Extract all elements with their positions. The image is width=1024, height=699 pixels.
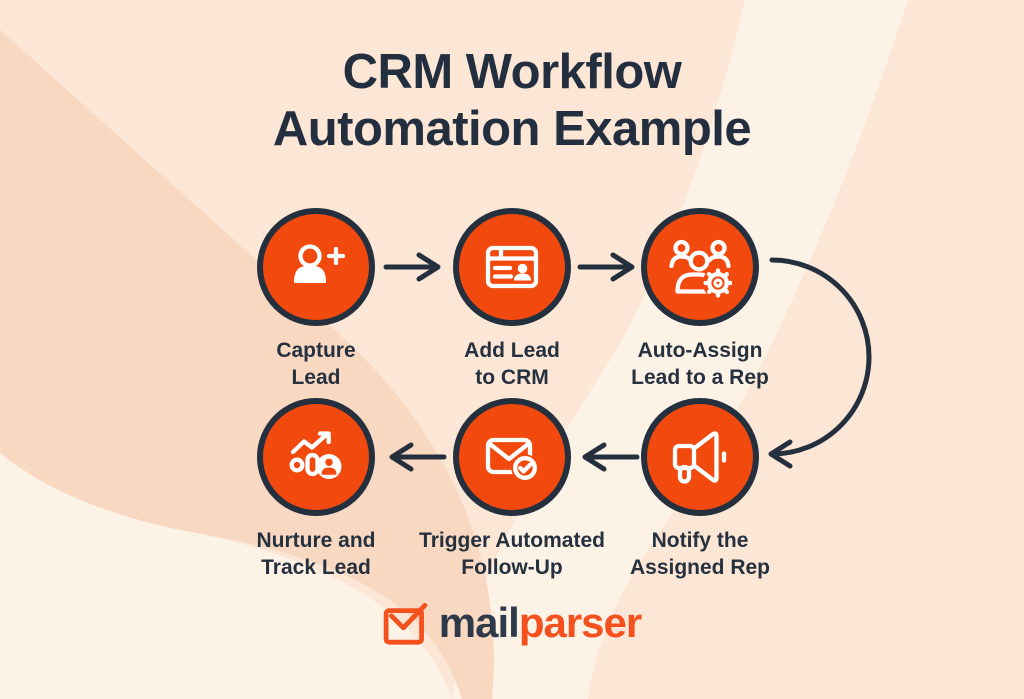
logo-wordmark: mailparser: [438, 599, 642, 646]
step-circle: [257, 208, 375, 326]
step-label: Add Lead to CRM: [397, 337, 627, 391]
mailparser-logo: mailparser: [383, 599, 642, 647]
step-label-line: Track Lead: [261, 556, 371, 579]
step-label-line: Capture: [276, 339, 356, 362]
megaphone-icon: [672, 431, 727, 484]
page-title: CRM Workflow Automation Example: [0, 44, 1024, 158]
step-label-line: Add Lead: [464, 339, 560, 362]
title-line-2: Automation Example: [272, 102, 752, 156]
step-circle: [641, 208, 759, 326]
title-line-1: CRM Workflow: [342, 45, 682, 99]
workflow-step-trigger-follow-up: Trigger Automated Follow-Up: [397, 398, 627, 581]
workflow-step-nurture-track: Nurture and Track Lead: [201, 398, 431, 581]
step-circle: [453, 398, 571, 516]
workflow-step-add-lead-to-crm: Add Lead to CRM: [397, 208, 627, 391]
step-label: Trigger Automated Follow-Up: [397, 527, 627, 581]
step-label-line: to CRM: [475, 366, 549, 389]
step-label-line: Trigger Automated: [419, 529, 605, 552]
step-label-line: Assigned Rep: [629, 556, 771, 579]
logo-text-parser: parser: [518, 599, 642, 646]
team-gear-icon: [669, 239, 732, 299]
mailparser-envelope-icon: [383, 602, 428, 645]
add-user-icon: [294, 244, 346, 283]
step-label-line: Auto-Assign: [637, 339, 763, 362]
step-circle: [453, 208, 571, 326]
workflow-step-notify-rep: Notify the Assigned Rep: [585, 398, 815, 581]
step-circle: [257, 398, 375, 516]
email-check-icon: [485, 437, 539, 482]
step-label: Nurture and Track Lead: [201, 527, 431, 581]
step-label: Notify the Assigned Rep: [585, 527, 815, 581]
step-circle: [641, 398, 759, 516]
step-label: Capture Lead: [201, 337, 431, 391]
crm-contact-card-icon: [485, 245, 539, 289]
step-label: Auto-Assign Lead to a Rep: [585, 337, 815, 391]
step-label-line: Lead: [291, 366, 341, 389]
step-label-line: Follow-Up: [461, 556, 563, 579]
workflow-step-auto-assign: Auto-Assign Lead to a Rep: [585, 208, 815, 391]
step-label-line: Notify the: [651, 529, 749, 552]
step-label-line: Nurture and: [256, 529, 376, 552]
logo-text-mail: mail: [438, 599, 520, 646]
growth-chart-person-icon: [289, 431, 342, 479]
step-label-line: Lead to a Rep: [631, 366, 769, 389]
workflow-step-capture-lead: Capture Lead: [201, 208, 431, 391]
